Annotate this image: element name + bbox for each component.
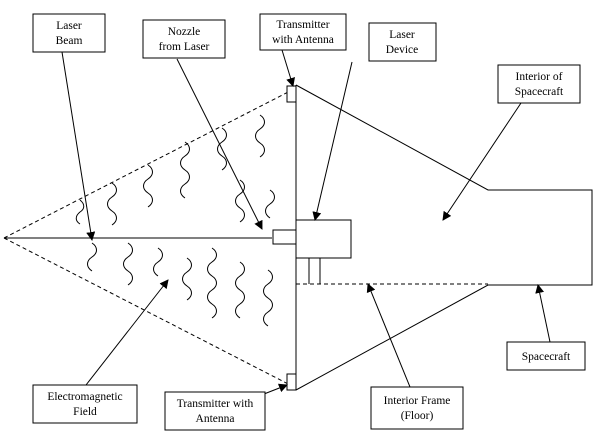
label-interior-spacecraft: Interior of Spacecraft (497, 64, 581, 104)
transmitter-top (286, 85, 297, 103)
arrow-em-field (85, 279, 169, 386)
em-wave (207, 247, 217, 319)
em-wave (255, 114, 265, 158)
em-wave (143, 164, 153, 208)
label-nozzle: Nozzle from Laser (142, 19, 226, 59)
em-wave (153, 247, 163, 277)
em-wave (180, 141, 190, 199)
label-line: Spacecraft (515, 86, 564, 98)
label-transmitter-top: Transmitter with Antenna (259, 13, 347, 51)
cone-upper-edge (3, 87, 297, 239)
label-line: Field (73, 406, 97, 418)
label-line: Laser (56, 20, 82, 32)
em-wave (265, 189, 275, 219)
leader-arrows (61, 49, 551, 395)
em-wave (182, 257, 192, 301)
label-line: Laser (389, 29, 415, 41)
arrow-laser-beam (61, 51, 96, 241)
hull-outline (295, 84, 593, 391)
label-em-field: Electromagnetic Field (32, 384, 138, 424)
label-line: Spacecraft (522, 351, 571, 363)
label-spacecraft: Spacecraft (506, 341, 586, 371)
em-wave (107, 182, 117, 226)
label-line: Beam (56, 35, 83, 47)
em-wave (235, 261, 245, 319)
arrow-transmitter-top (281, 49, 295, 87)
label-interior-frame: Interior Frame (Floor) (370, 386, 464, 430)
label-line: from Laser (159, 41, 210, 53)
label-line: with Antenna (272, 34, 334, 46)
label-line: Transmitter (276, 19, 329, 31)
laser-nozzle (272, 229, 297, 245)
arrow-interior-frame (366, 283, 411, 388)
em-wave (87, 242, 97, 272)
label-laser-beam: Laser Beam (32, 13, 106, 53)
arrow-nozzle (176, 58, 263, 230)
arrow-laser-device (312, 61, 353, 221)
em-wave (123, 242, 133, 286)
arrow-interior-spacecraft (442, 102, 522, 221)
label-line: Transmitter with (177, 398, 254, 410)
electromagnetic-waves (75, 114, 275, 327)
label-line: Interior of (516, 71, 563, 83)
field-cone (3, 87, 297, 389)
arrow-spacecraft (535, 284, 551, 343)
label-line: Nozzle (168, 26, 201, 38)
em-wave (263, 269, 273, 327)
label-line: Interior Frame (384, 395, 451, 407)
em-wave (235, 179, 245, 223)
label-transmitter-bottom: Transmitter with Antenna (164, 391, 266, 431)
laser-device-box (295, 219, 352, 259)
cone-lower-edge (3, 237, 297, 389)
em-wave (217, 127, 227, 171)
label-line: Antenna (196, 413, 235, 425)
label-line: (Floor) (401, 410, 434, 422)
em-wave (75, 199, 85, 225)
label-line: Device (386, 44, 419, 56)
label-laser-device: Laser Device (368, 22, 437, 62)
label-line: Electromagnetic (47, 391, 122, 403)
laser-device (272, 219, 352, 284)
arrow-transmitter-bottom (263, 383, 288, 395)
transmitter-bottom (286, 373, 297, 391)
